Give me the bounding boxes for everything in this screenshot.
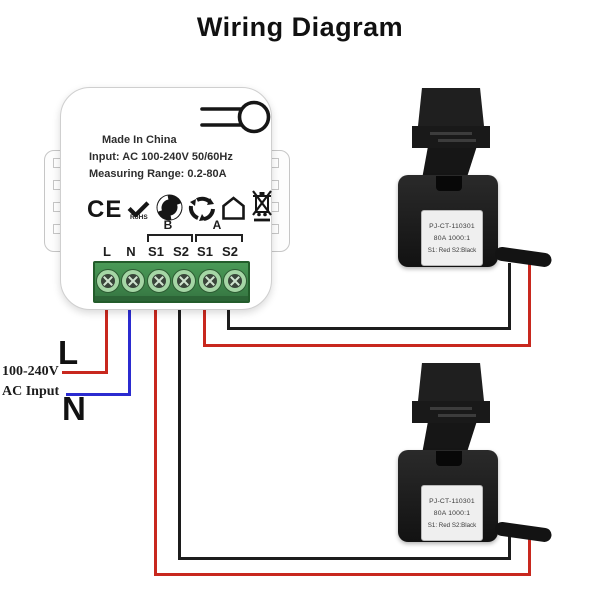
ct-b-red-wire-horizontal [154,573,531,576]
clamp-latch [422,423,477,451]
mount-keyhole-icon [199,99,273,142]
clamp-rating: 80A 1000:1 [433,234,471,242]
ac-input-caption: 100-240V AC Input [2,362,59,402]
live-wire-vertical [105,306,108,374]
ce-mark-icon: CE [87,196,123,223]
ct-a-black-wire-vertical [227,306,230,330]
energy-meter-device: Made In China Input: AC 100-240V 50/60Hz… [60,87,273,310]
screw-terminal-l [95,268,120,293]
ct-a-red-wire-horizontal [203,344,531,347]
ct-b-red-wire-riser [528,530,531,576]
house-icon [220,195,247,226]
ct-clamp-b: PJ-CT-110301 80A 1000:1 S1: Red S2:Black [390,360,600,548]
neutral-wire-horizontal [66,393,131,396]
clamp-hinge [412,401,490,423]
terminal-label-b-s2: S2 [173,244,189,259]
clamp-rating: 80A 1000:1 [433,509,471,517]
group-a-label: A [212,218,222,232]
device-input-spec: Input: AC 100-240V 50/60Hz [89,151,233,163]
terminal-block [93,261,250,303]
ct-b-black-wire-horizontal [178,557,511,560]
weee-bin-icon [251,189,273,228]
live-label: L [58,334,79,371]
group-b-bracket [147,234,193,242]
screw-terminal-a-s2 [223,268,248,293]
clamp-latch [422,148,477,176]
clamp-jaw [418,363,484,401]
clamp-cable [494,246,553,268]
screw-terminal-b-s2 [172,268,197,293]
clamp-release-button [436,451,462,466]
terminal-label-n: N [126,244,136,259]
ct-a-red-wire-riser [528,257,531,347]
device-made-in: Made In China [102,134,177,146]
terminal-label-a-s2: S2 [222,244,238,259]
clamp-model: PJ-CT-110301 [429,497,475,505]
clamp-wire-key: S1: Red S2:Black [427,521,477,529]
green-dot-icon [155,193,184,227]
rohs-label: RoHS [129,214,148,221]
screw-terminal-b-s1 [146,268,171,293]
live-wire-horizontal [62,371,108,374]
ct-a-black-wire-horizontal [227,327,511,330]
clamp-hinge [412,126,490,148]
screw-terminal-a-s1 [197,268,222,293]
rohs-check-icon: RoHS [126,201,151,221]
ct-b-black-wire-vertical [178,306,181,560]
ct-clamp-a: PJ-CT-110301 80A 1000:1 S1: Red S2:Black [390,85,600,273]
device-measuring-range: Measuring Range: 0.2-80A [89,168,227,180]
device-spec-text: Made In China Input: AC 100-240V 50/60Hz… [89,132,233,183]
clamp-label: PJ-CT-110301 80A 1000:1 S1: Red S2:Black [421,485,483,541]
group-a-bracket [195,234,243,242]
screw-terminal-n [121,268,146,293]
neutral-label: N [62,390,86,427]
certification-icons: CE RoHS [87,189,273,228]
clamp-release-button [436,176,462,191]
ac-input-type: AC Input [2,384,60,399]
terminal-label-b-s1: S1 [148,244,164,259]
clamp-wire-key: S1: Red S2:Black [427,246,477,254]
group-b-label: B [163,218,173,232]
clamp-cable [494,521,553,543]
recycle-icon [188,194,216,227]
clamp-label: PJ-CT-110301 80A 1000:1 S1: Red S2:Black [421,210,483,266]
ac-input-voltage: 100-240V [2,364,59,379]
clamp-model: PJ-CT-110301 [429,222,475,230]
terminal-label-l: L [103,244,111,259]
ct-a-black-wire-riser [508,263,511,330]
page-title: Wiring Diagram [196,12,404,42]
ct-a-red-wire-vertical [203,306,206,347]
terminal-label-a-s1: S1 [197,244,213,259]
neutral-wire-vertical [128,306,131,396]
ct-b-red-wire-vertical [154,306,157,576]
clamp-jaw [418,88,484,126]
ct-b-black-wire-riser [508,535,511,560]
